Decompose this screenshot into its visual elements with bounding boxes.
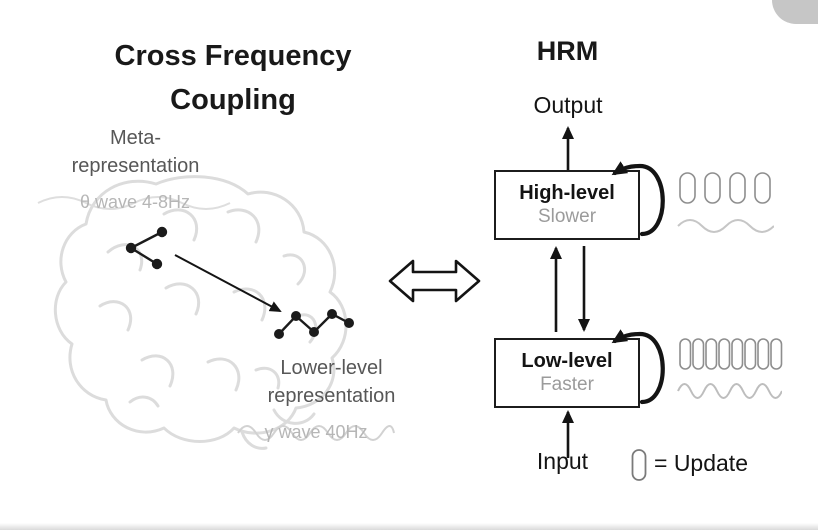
bottom-edge-shadow xyxy=(0,523,818,530)
theta-wave-icon xyxy=(37,196,231,210)
theta-wave-label: θ wave 4-8Hz xyxy=(79,192,191,212)
update-capsule-icon xyxy=(631,449,647,481)
meta-graph-icon xyxy=(125,226,168,270)
left-title-line1: Cross Frequency xyxy=(114,40,352,72)
low-level-module: Low-level Faster xyxy=(494,338,640,408)
gamma-wave-label: γ wave 40Hz xyxy=(264,422,368,442)
recurrent-loop-low-icon xyxy=(611,329,665,405)
low-module-speed: Faster xyxy=(540,374,594,395)
high-level-module: High-level Slower xyxy=(494,170,640,240)
high-module-name: High-level xyxy=(519,182,615,204)
high-update-capsules-icon xyxy=(679,172,771,204)
lower-representation-label: Lower-level representation xyxy=(224,354,439,410)
input-label: Input xyxy=(536,448,589,474)
corner-shade xyxy=(772,0,818,24)
lower-label-line2: representation xyxy=(267,385,396,407)
mapping-arrow-icon xyxy=(174,254,282,312)
hrm-title: HRM xyxy=(536,36,599,66)
low-module-name: Low-level xyxy=(521,350,613,372)
update-legend-label: = Update xyxy=(654,450,748,476)
output-arrow-icon xyxy=(562,126,574,170)
recurrent-loop-high-icon xyxy=(611,161,665,237)
zigzag-graph-icon xyxy=(274,309,354,339)
input-arrow-icon xyxy=(562,410,574,458)
lower-label-line1: Lower-level xyxy=(280,357,383,379)
meta-label-line2: representation xyxy=(71,155,200,177)
equivalence-arrow-icon xyxy=(388,259,481,303)
low-update-capsules-icon xyxy=(679,338,783,370)
left-title-line2: Coupling xyxy=(170,84,296,116)
inter-module-arrows-icon xyxy=(550,246,590,332)
fast-wave-icon xyxy=(677,383,782,399)
slow-wave-icon xyxy=(677,219,774,233)
gamma-wave-icon xyxy=(237,425,395,441)
output-label: Output xyxy=(533,92,603,118)
brain-icon xyxy=(53,175,348,450)
meta-label-line1: Meta- xyxy=(109,127,162,149)
left-title: Cross Frequency Coupling xyxy=(88,34,378,122)
high-module-speed: Slower xyxy=(537,206,597,227)
meta-representation-label: Meta- representation xyxy=(28,124,243,180)
